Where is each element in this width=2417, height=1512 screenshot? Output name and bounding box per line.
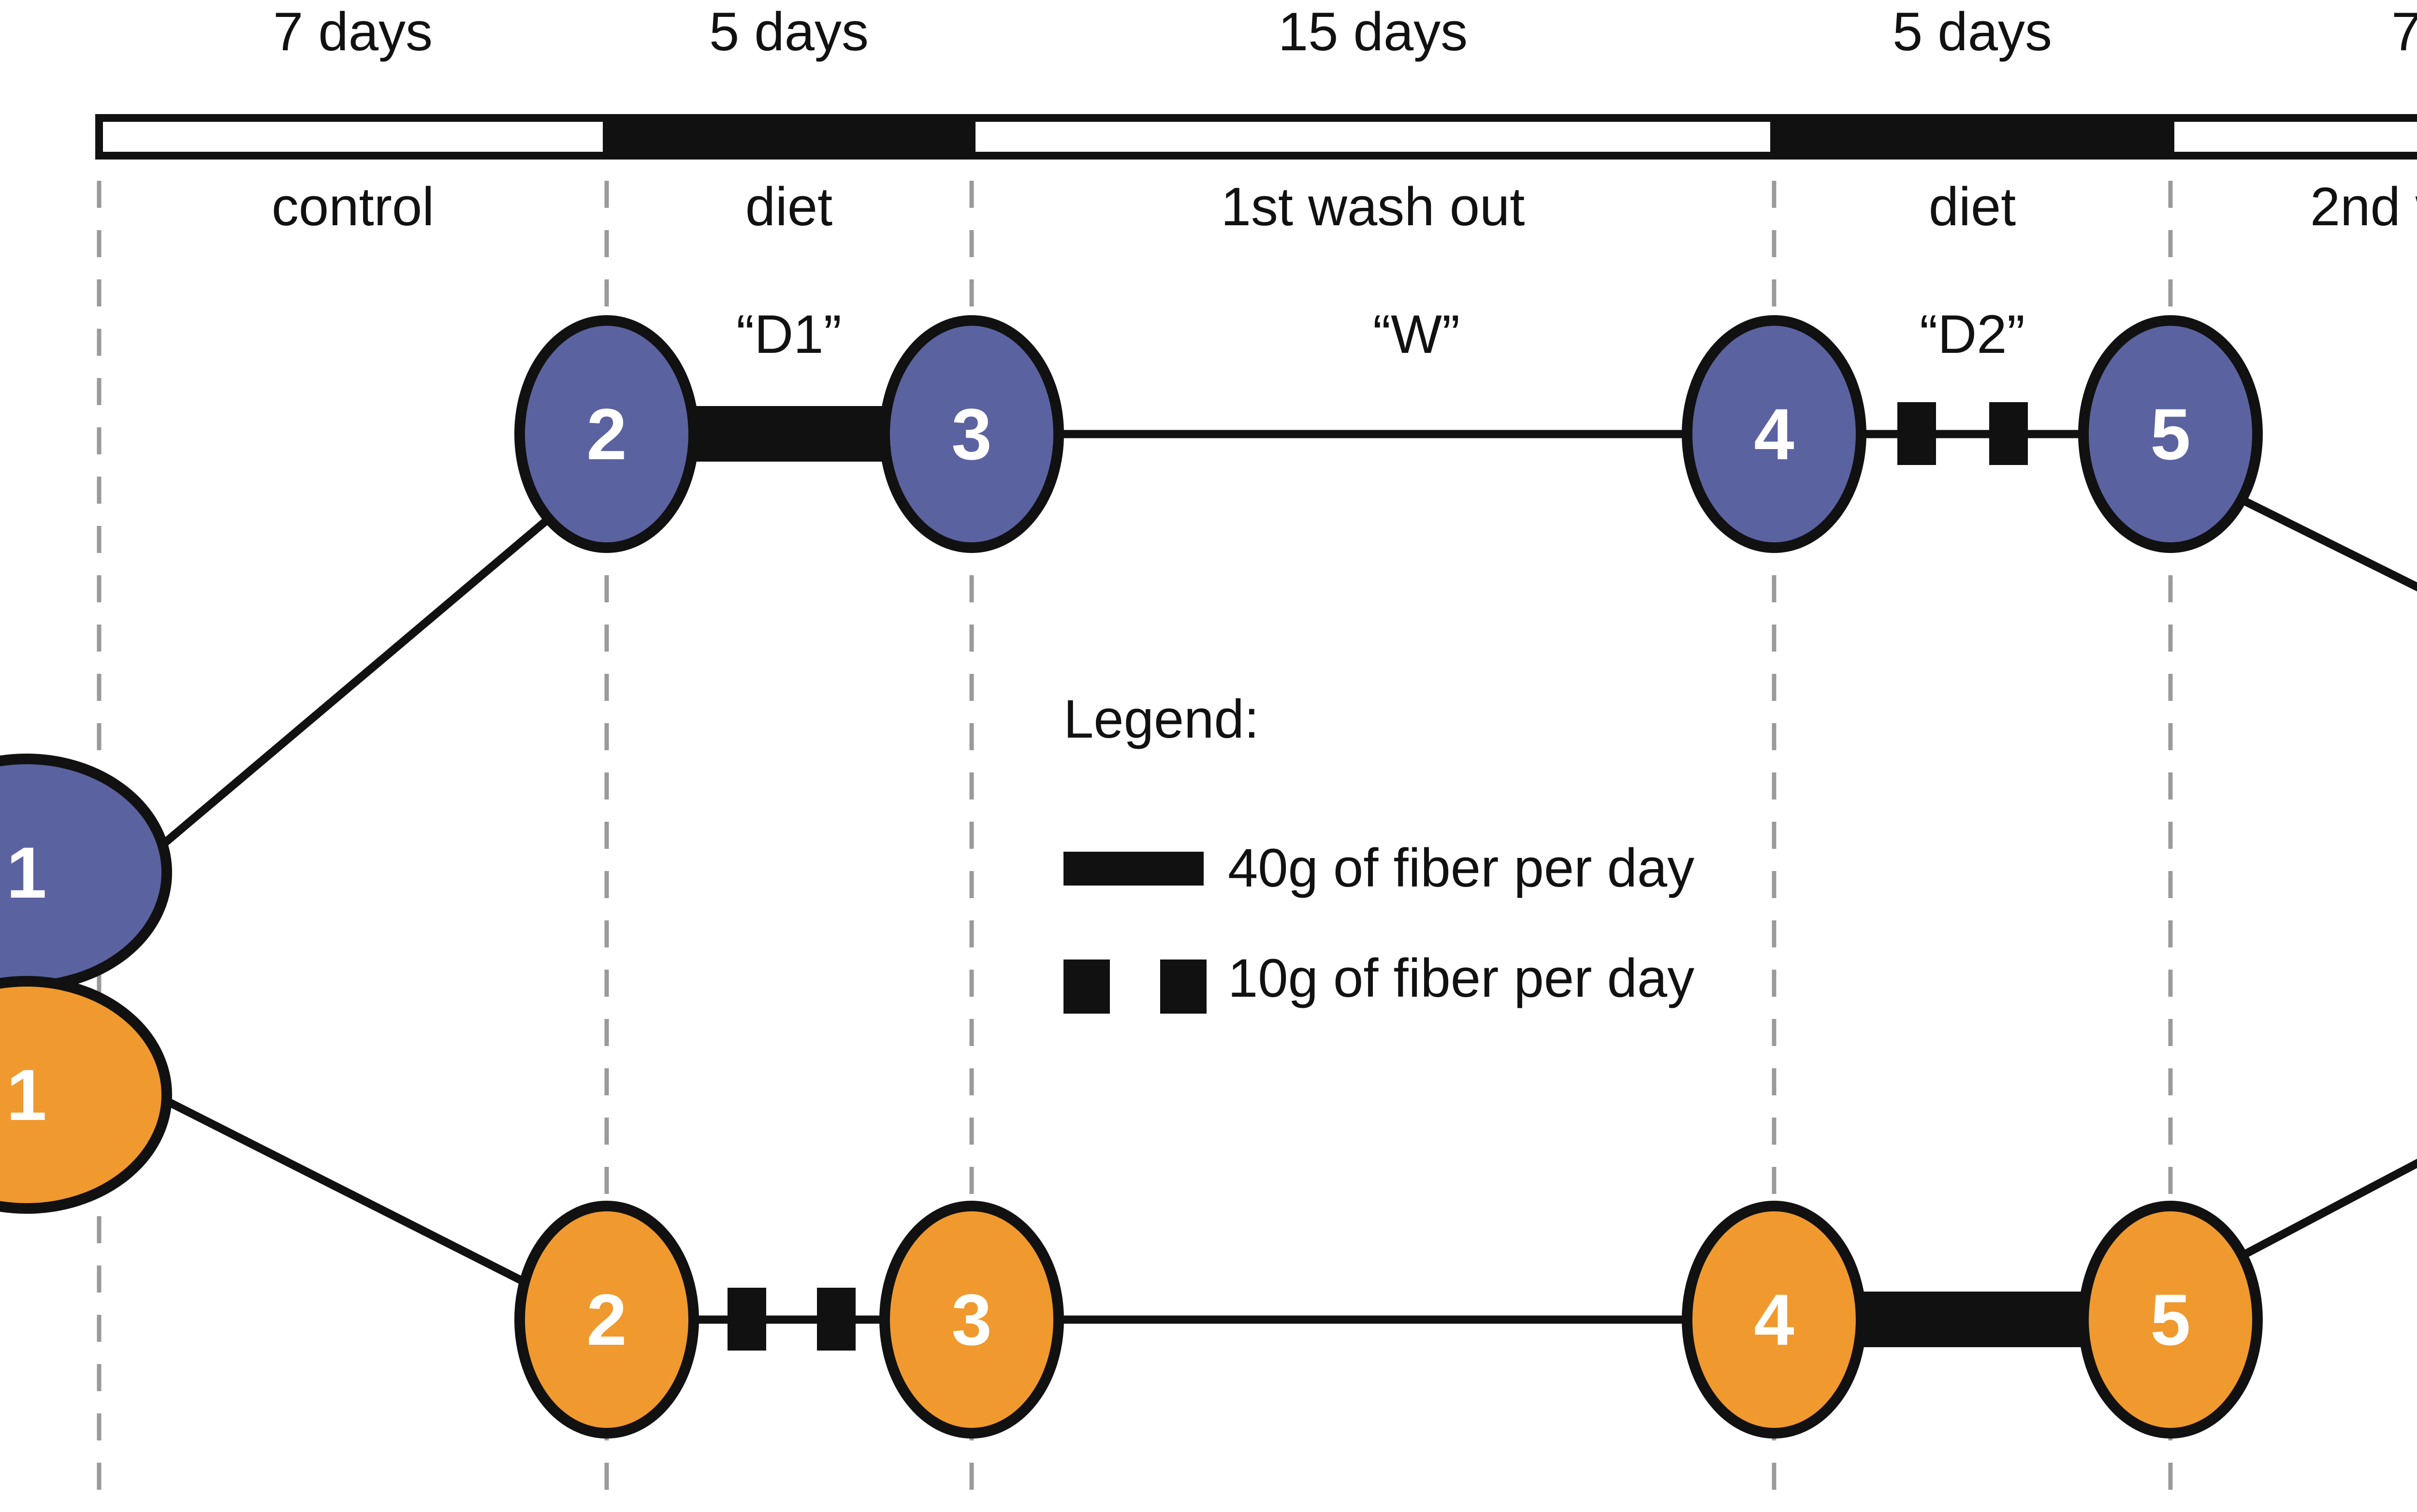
node-blue-1-label: 1	[6, 832, 47, 913]
phase-label-diet-2: diet	[1928, 176, 2016, 237]
node-orange-4	[1682, 1201, 1866, 1439]
legend-title: Legend:	[1063, 689, 1259, 749]
duration-label-4: 7 days	[2391, 1, 2417, 62]
legend-label-40g: 40g of fiber per day	[1228, 838, 1695, 898]
node-orange-1	[0, 976, 172, 1214]
orange-arm-connectors	[102, 1065, 2417, 1351]
legend-swatch-10g-block-2	[1160, 960, 1207, 1014]
orange-arm-nodes	[0, 976, 2263, 1439]
legend-swatch-40g	[1063, 852, 1204, 886]
node-blue-4-label: 4	[1754, 393, 1794, 475]
timeline-segment-washout-1	[968, 114, 1778, 160]
node-orange-2	[514, 1201, 699, 1439]
node-blue-5-label: 5	[2150, 393, 2191, 475]
node-orange-5	[2078, 1201, 2263, 1439]
segment-label-d2: “D2”	[1920, 304, 2025, 364]
duration-label-1: 5 days	[709, 1, 869, 62]
node-orange-5-label: 5	[2150, 1279, 2191, 1360]
orange-edge-5-6	[2229, 1159, 2417, 1265]
timeline-segment-washout-2	[2167, 114, 2417, 160]
node-orange-3-label: 3	[951, 1279, 992, 1360]
blue-arm-connectors	[101, 402, 2417, 898]
timeline-segment-control	[95, 114, 611, 160]
node-orange-1-label: 1	[6, 1054, 47, 1135]
phase-label-diet-1: diet	[745, 176, 833, 237]
node-blue-3-label: 3	[951, 393, 992, 475]
duration-label-3: 5 days	[1893, 1, 2052, 62]
node-blue-2	[514, 315, 699, 553]
timeline-segment-diet-2	[1770, 114, 2174, 160]
timeline-segment-diet-1	[603, 114, 976, 160]
duration-label-0: 7 days	[273, 1, 433, 62]
orange-edge-2-3-dash-1	[728, 1288, 766, 1351]
phase-label-washout-2: 2nd wash out	[2310, 176, 2417, 237]
orange-edge-2-3-dash-2	[817, 1288, 856, 1351]
blue-edge-4-5-dash-1	[1897, 402, 1936, 465]
phase-label-control: control	[271, 176, 435, 237]
legend-swatch-10g-block-1	[1063, 960, 1110, 1014]
node-blue-3	[879, 315, 1064, 553]
node-blue-5	[2078, 315, 2263, 553]
blue-arm-nodes	[0, 315, 2263, 991]
phase-label-washout-1: 1st wash out	[1221, 176, 1525, 237]
blue-edge-5-6	[2231, 492, 2417, 592]
segment-label-w: “W”	[1372, 304, 1460, 364]
orange-edge-1-2	[102, 1065, 553, 1299]
blue-edge-1-2	[101, 510, 558, 898]
node-orange-3	[879, 1201, 1064, 1439]
blue-edge-4-5-dash-2	[1989, 402, 2028, 465]
legend-swatches	[1063, 852, 1207, 1014]
node-blue-4	[1682, 315, 1866, 553]
node-orange-4-label: 4	[1754, 1279, 1794, 1360]
legend-label-10g: 10g of fiber per day	[1228, 948, 1695, 1008]
duration-label-2: 15 days	[1278, 1, 1468, 62]
node-orange-2-label: 2	[586, 1279, 627, 1360]
timeline-bar	[95, 114, 2417, 160]
node-blue-2-label: 2	[586, 393, 627, 475]
segment-label-d1: “D1”	[736, 304, 842, 364]
